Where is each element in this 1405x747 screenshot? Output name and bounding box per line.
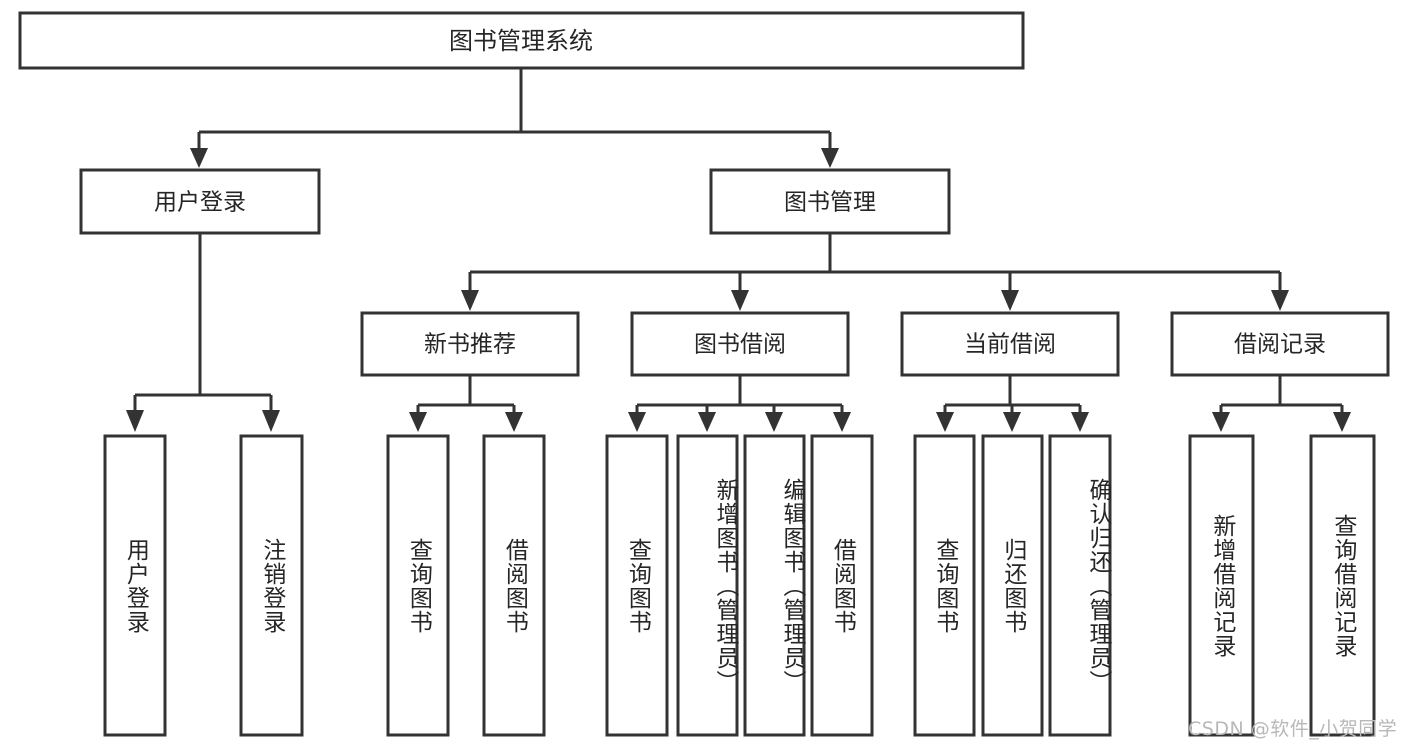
leaf-box-user-logout[interactable] bbox=[239, 434, 304, 737]
edge-borrow-record-to-leaves bbox=[1212, 375, 1351, 432]
arrowhead-leaf-edit-book bbox=[765, 412, 783, 432]
leaf-box-edit-book[interactable] bbox=[743, 434, 806, 737]
arrowhead-leaf-confirm-return bbox=[1071, 412, 1089, 432]
node-book-borrow[interactable]: 图书借阅 bbox=[630, 311, 850, 377]
new-book-rec-box bbox=[360, 311, 580, 377]
edge-root-to-level2 bbox=[190, 68, 839, 168]
node-current-borrow[interactable]: 当前借阅 bbox=[900, 311, 1120, 377]
leaf-box-add-book[interactable] bbox=[676, 434, 739, 737]
leaf-box-query-book-2[interactable] bbox=[605, 434, 669, 737]
arrowhead-leaf-add-book bbox=[698, 412, 716, 432]
current-borrow-label: 当前借阅 bbox=[964, 332, 1056, 358]
leaf-box-query-book-1[interactable] bbox=[386, 434, 450, 737]
arrowhead-book-manage bbox=[821, 148, 839, 168]
arrowhead-leaf-query-record bbox=[1333, 412, 1351, 432]
arrowhead-leaf-query-book-1 bbox=[409, 412, 427, 432]
csdn-watermark: CSDN @软件_小贺同学 bbox=[1188, 718, 1398, 740]
arrowhead-leaf-add-record bbox=[1212, 412, 1230, 432]
edge-user-login-to-leaves bbox=[126, 233, 280, 432]
leaf-box-query-book-3[interactable] bbox=[913, 434, 976, 737]
node-book-manage[interactable]: 图书管理 bbox=[709, 168, 951, 235]
arrowhead-leaf-return-book bbox=[1003, 412, 1021, 432]
new-book-rec-label: 新书推荐 bbox=[424, 332, 516, 358]
leaf-box-query-record[interactable] bbox=[1309, 434, 1376, 737]
edge-book-manage-to-level3 bbox=[461, 233, 1289, 311]
node-root[interactable]: 图书管理系统 bbox=[18, 11, 1025, 70]
leaf-box-borrow-book-1[interactable] bbox=[482, 434, 546, 737]
node-user-login[interactable]: 用户登录 bbox=[79, 168, 321, 235]
arrowhead-leaf-borrow-book-1 bbox=[505, 412, 523, 432]
leaf-box-add-record[interactable] bbox=[1188, 434, 1255, 737]
edge-book-borrow-to-leaves bbox=[628, 375, 851, 432]
current-borrow-box bbox=[900, 311, 1120, 377]
book-borrow-label: 图书借阅 bbox=[694, 332, 786, 358]
edge-current-borrow-to-leaves bbox=[936, 375, 1089, 432]
root-box bbox=[18, 11, 1025, 70]
arrowhead-new-book-rec bbox=[461, 290, 479, 311]
arrowhead-user-login bbox=[190, 148, 208, 168]
arrowhead-book-borrow bbox=[731, 290, 749, 311]
leaf-box-confirm-return[interactable] bbox=[1048, 434, 1112, 737]
node-borrow-record[interactable]: 借阅记录 bbox=[1170, 311, 1390, 377]
arrowhead-leaf-user-login bbox=[126, 410, 144, 432]
root-label: 图书管理系统 bbox=[449, 27, 593, 55]
node-new-book-rec[interactable]: 新书推荐 bbox=[360, 311, 580, 377]
leaf-box-borrow-book-2[interactable] bbox=[810, 434, 874, 737]
arrowhead-borrow-record bbox=[1271, 290, 1289, 311]
book-manage-label: 图书管理 bbox=[784, 190, 876, 216]
edge-new-book-rec-to-leaves bbox=[409, 375, 523, 432]
user-login-box bbox=[79, 168, 321, 235]
leaf-box-user-login[interactable] bbox=[103, 434, 167, 737]
arrowhead-leaf-user-logout bbox=[262, 410, 280, 432]
arrowhead-current-borrow bbox=[1001, 290, 1019, 311]
leaf-box-return-book[interactable] bbox=[981, 434, 1044, 737]
arrowhead-leaf-query-book-2 bbox=[628, 412, 646, 432]
arrowhead-leaf-query-book-3 bbox=[936, 412, 954, 432]
borrow-record-label: 借阅记录 bbox=[1234, 332, 1326, 358]
user-login-label: 用户登录 bbox=[154, 190, 246, 216]
arrowhead-leaf-borrow-book-2 bbox=[833, 412, 851, 432]
